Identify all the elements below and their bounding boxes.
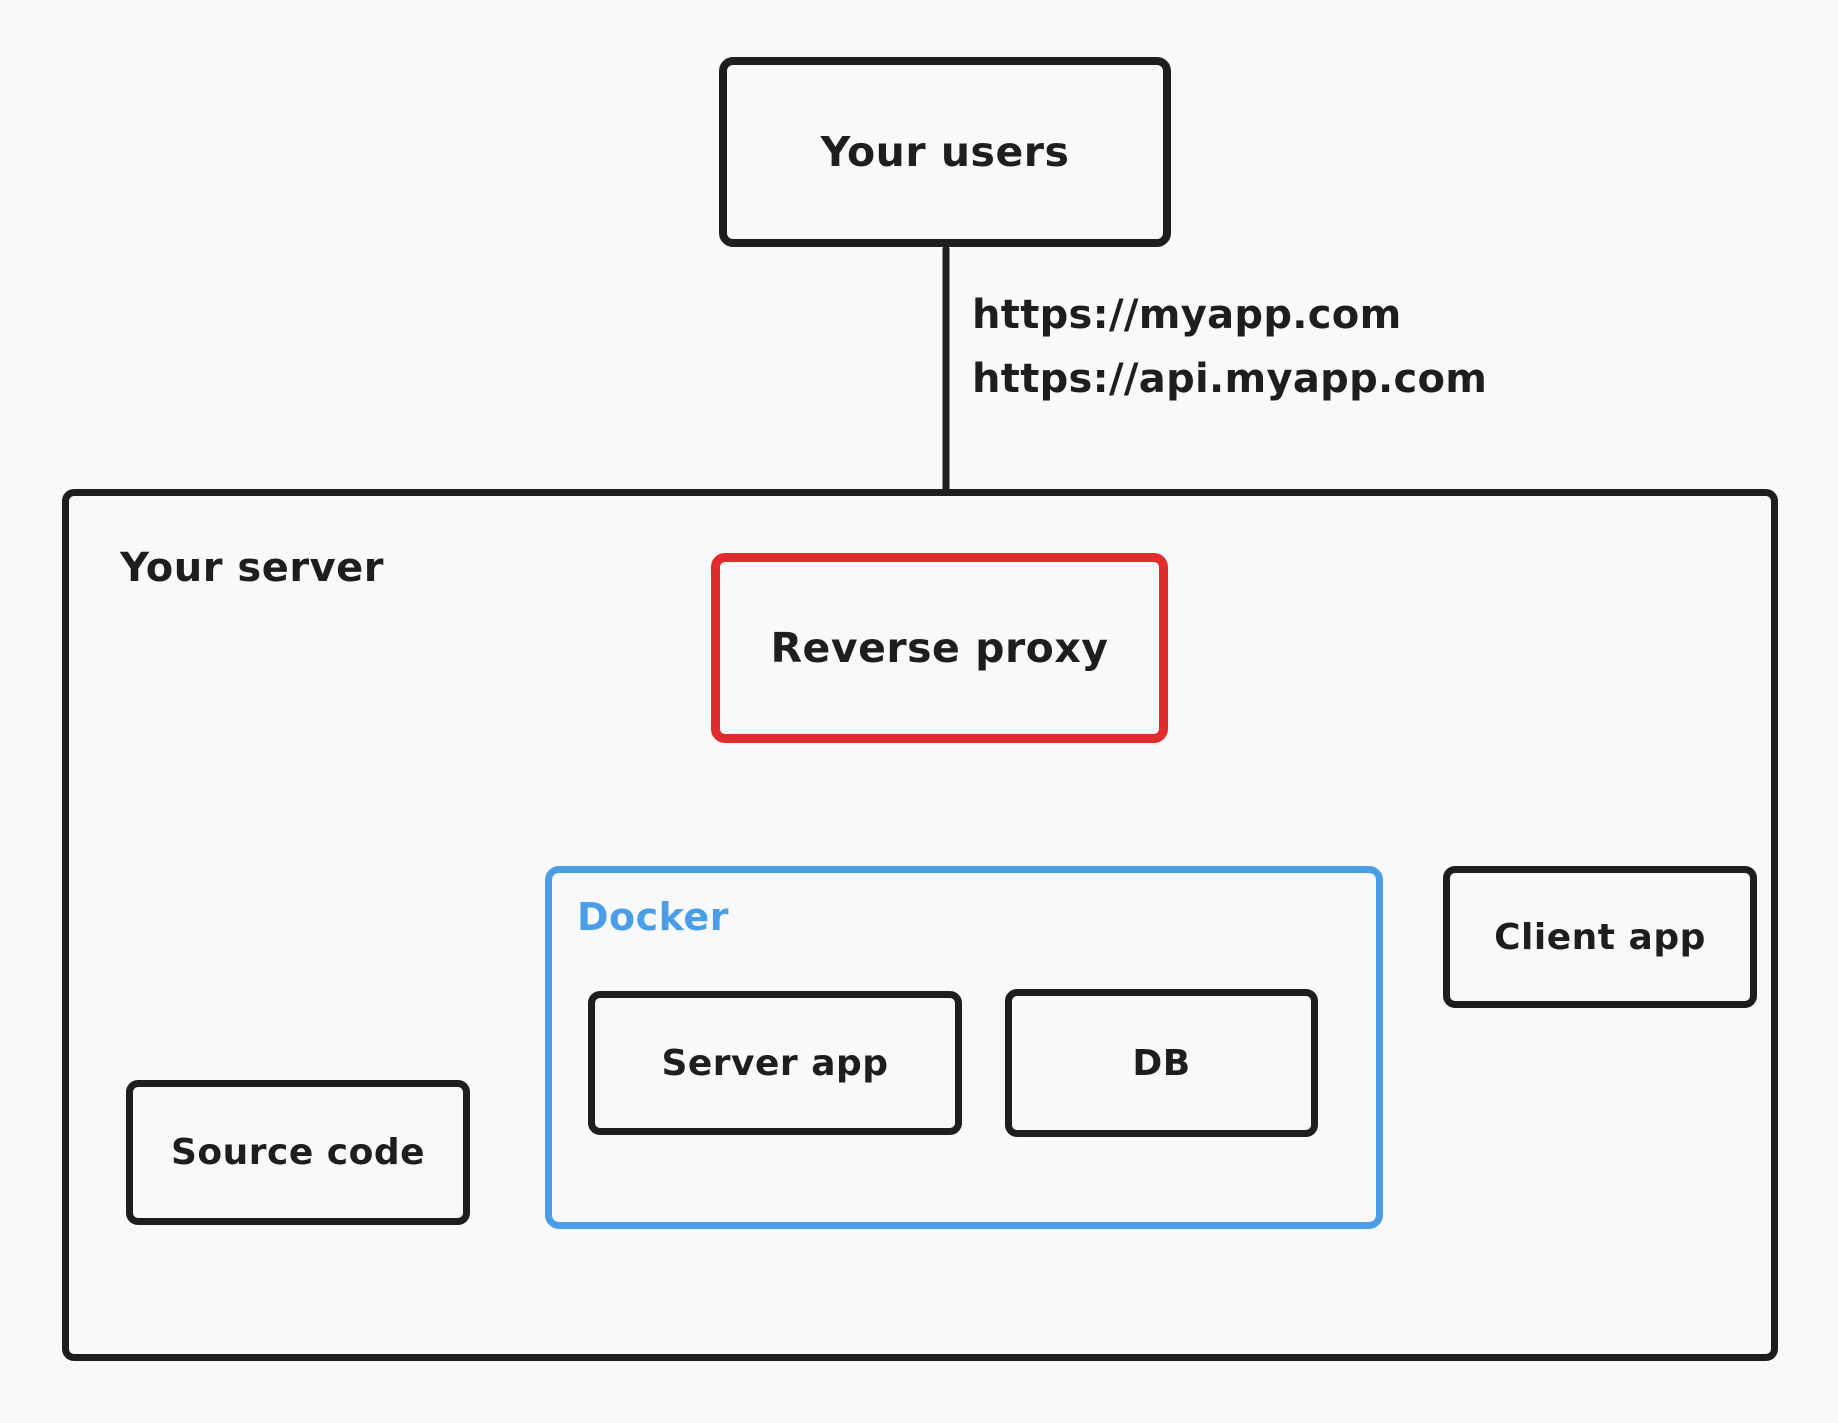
node-label-your-users: Your users: [820, 128, 1070, 176]
node-client-app[interactable]: Client app: [1443, 866, 1757, 1008]
node-label-client-app: Client app: [1494, 916, 1706, 958]
node-label-db: DB: [1132, 1042, 1191, 1084]
container-label-your-server: Your server: [120, 545, 384, 591]
node-label-server-app: Server app: [661, 1042, 889, 1084]
url-label-primary: https://myapp.com: [972, 292, 1402, 338]
url-label-api: https://api.myapp.com: [972, 356, 1488, 402]
node-your-users[interactable]: Your users: [719, 57, 1171, 247]
node-reverse-proxy[interactable]: Reverse proxy: [711, 553, 1168, 743]
container-label-docker: Docker: [577, 895, 729, 939]
edge-label-urls: https://myapp.com https://api.myapp.com: [972, 292, 1487, 402]
node-source-code[interactable]: Source code: [126, 1080, 470, 1225]
node-label-source-code: Source code: [170, 1132, 426, 1173]
node-db[interactable]: DB: [1005, 989, 1318, 1137]
node-label-reverse-proxy: Reverse proxy: [770, 624, 1109, 672]
node-server-app[interactable]: Server app: [588, 991, 962, 1135]
